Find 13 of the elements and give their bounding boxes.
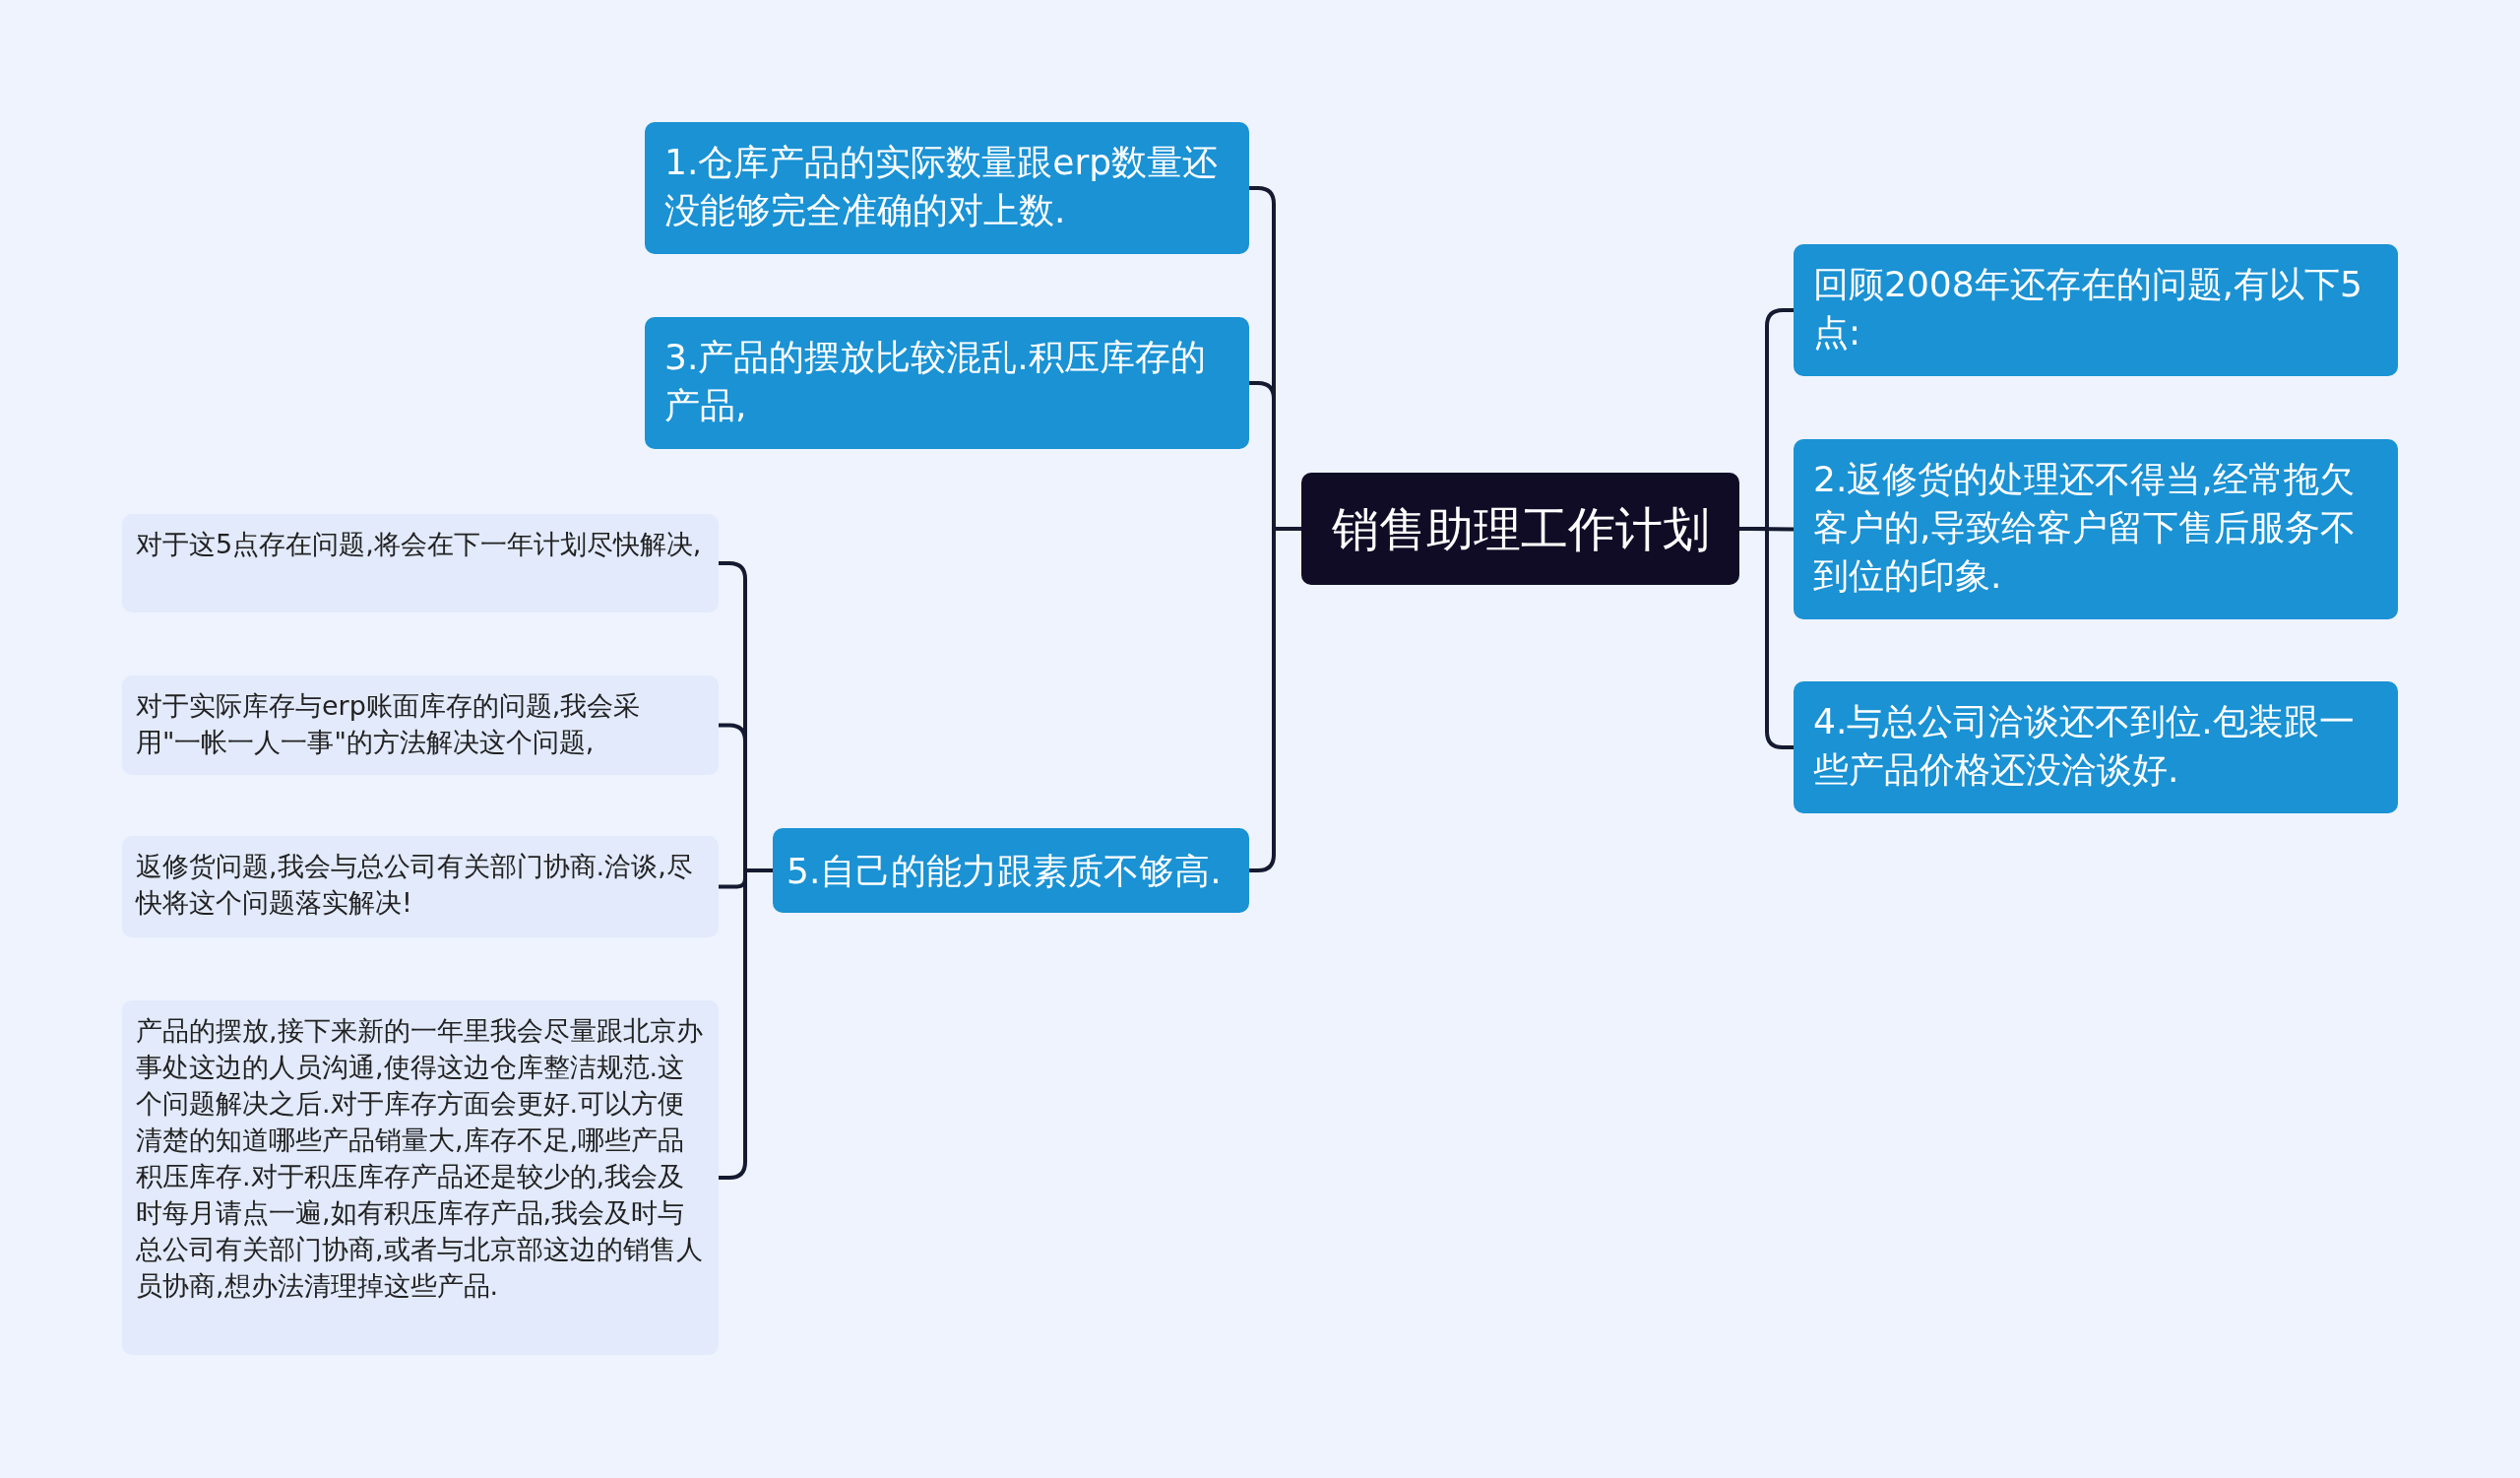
topic-box: 2.返修货的处理还不得当,经常拖欠客户的,导致给客户留下售后服务不到位的印象. <box>1794 439 2398 619</box>
connector-line <box>719 868 773 1180</box>
topic-box: 回顾2008年还存在的问题,有以下5点: <box>1794 244 2398 376</box>
topic-box: 1.仓库产品的实际数量跟erp数量还没能够完全准确的对上数. <box>645 122 1249 254</box>
connector-line <box>1739 527 1794 749</box>
note-box: 返修货问题,我会与总公司有关部门协商.洽谈,尽快将这个问题落实解决! <box>122 836 719 937</box>
note-box: 对于这5点存在问题,将会在下一年计划尽快解决, <box>122 514 719 612</box>
central-topic: 销售助理工作计划 <box>1301 473 1739 585</box>
note-box: 产品的摆放,接下来新的一年里我会尽量跟北京办事处这边的人员沟通,使得这边仓库整洁规范.这个问题解决之后.对于库存方面会更好.可以方便清楚的知道哪些产品销量大,库存不足,哪些产品积压库存.对于积压库存产品还是较少的,我会及时每月请点一遍,如有积压库存产品,我会及时与总公司有关部门协商,或者与北京部这边的销售人员协商,想办法清理掉这些产品. <box>122 1000 719 1355</box>
topic-box: 3.产品的摆放比较混乱.积压库存的产品, <box>645 317 1249 449</box>
topic-box: 4.与总公司洽谈还不到位.包装跟一些产品价格还没洽谈好. <box>1794 681 2398 813</box>
topic-box: 5.自己的能力跟素质不够高. <box>773 828 1249 913</box>
note-box: 对于实际库存与erp账面库存的问题,我会采用"一帐一人一事"的方法解决这个问题, <box>122 675 719 775</box>
